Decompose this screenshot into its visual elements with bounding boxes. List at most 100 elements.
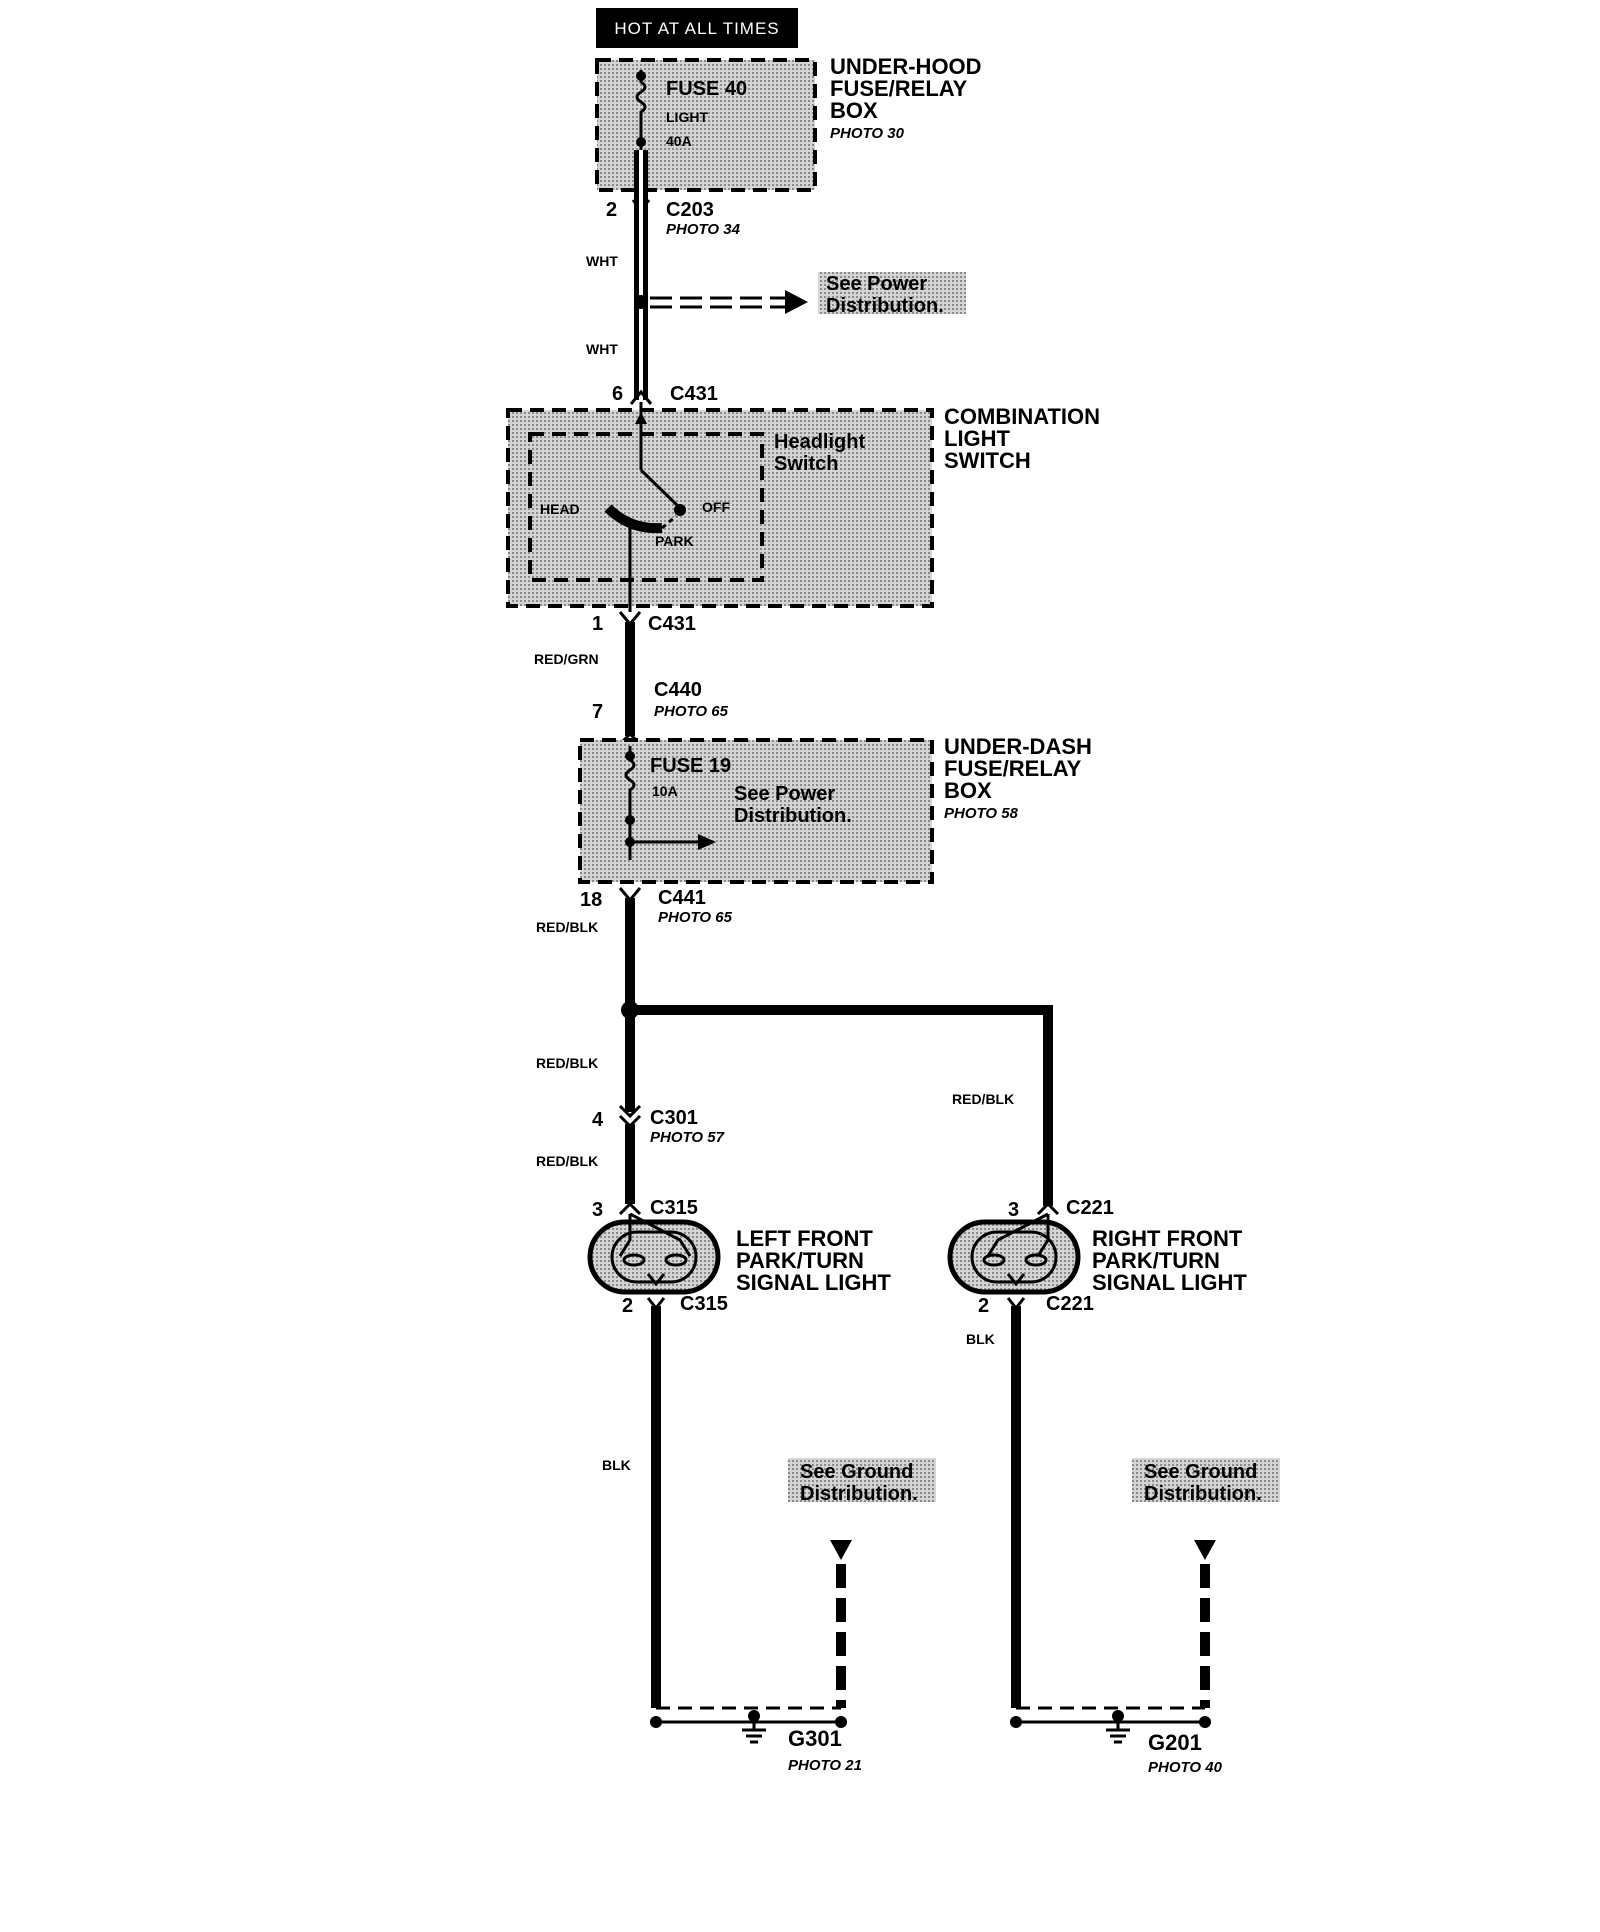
c301-photo: PHOTO 57: [650, 1129, 725, 1146]
c203-photo: PHOTO 34: [666, 221, 741, 238]
connector-c441: 18 C441 PHOTO 65: [580, 887, 733, 926]
fuse-40-name: FUSE 40: [666, 78, 747, 100]
combo-switch-title-2: LIGHT: [944, 426, 1011, 451]
ground-ref-left-line-1: See Ground: [800, 1461, 913, 1483]
right-light-top-pin: 3: [1008, 1199, 1019, 1221]
combo-switch-title-1: COMBINATION: [944, 404, 1100, 429]
ground-g201: G201 PHOTO 40: [1010, 1706, 1223, 1776]
connector-c203: 2 C203 PHOTO 34: [606, 199, 741, 238]
underhood-fuse-relay-box: FUSE 40 LIGHT 40A UNDER-HOOD FUSE/RELAY …: [595, 54, 982, 192]
wire-wht-upper: WHT WHT: [586, 150, 648, 400]
power-distribution-branch-1: See Power Distribution.: [634, 272, 966, 317]
wire-red-blk-right-branch: RED/BLK: [630, 1005, 1053, 1206]
left-front-park-turn-light: 3 C315 LEFT FRONT PARK/TURN SIGNAL LIGHT…: [587, 1197, 891, 1317]
right-light-top-conn: C221: [1066, 1197, 1114, 1219]
g201-photo: PHOTO 40: [1148, 1759, 1223, 1776]
left-light-title-2: PARK/TURN: [736, 1248, 864, 1273]
ground-ref-right-line-1: See Ground: [1144, 1461, 1257, 1483]
fuse-19-symbol: [624, 746, 636, 860]
right-light-title-3: SIGNAL LIGHT: [1092, 1270, 1247, 1295]
c301-name: C301: [650, 1107, 698, 1129]
c441-photo: PHOTO 65: [658, 909, 733, 926]
fuse-40-label: LIGHT: [666, 109, 708, 125]
right-light-bot-pin: 2: [978, 1295, 989, 1317]
connector-c440: C440 PHOTO 65 7: [592, 679, 729, 746]
power-ref-1-line-1: See Power: [826, 273, 927, 295]
c440-photo: PHOTO 65: [654, 703, 729, 720]
wire-wht-label-2: WHT: [586, 341, 618, 357]
switch-pos-off: OFF: [702, 499, 730, 515]
wire-blk-left-label: BLK: [602, 1457, 631, 1473]
fuse-40-symbol: [635, 70, 647, 150]
c431-bottom-name: C431: [648, 613, 696, 635]
ground-ref-left-line-2: Distribution.: [800, 1483, 918, 1505]
underhood-box-title-2: FUSE/RELAY: [830, 76, 968, 101]
hot-at-all-times-banner: HOT AT ALL TIMES: [596, 8, 798, 48]
headlight-switch-title-2: Switch: [774, 453, 838, 475]
wire-blk-right-label: BLK: [966, 1331, 995, 1347]
g301-name: G301: [788, 1726, 842, 1751]
wire-blk-left: BLK: [602, 1306, 661, 1708]
right-light-bot-conn: C221: [1046, 1293, 1094, 1315]
switch-pos-head: HEAD: [540, 501, 580, 517]
connector-c431-top: 6 C431: [612, 383, 718, 405]
underdash-fuse-relay-box: FUSE 19 10A See Power Distribution. UNDE…: [578, 734, 1092, 884]
fuse-40-rating: 40A: [666, 133, 692, 149]
c431-top-name: C431: [670, 383, 718, 405]
g201-name: G201: [1148, 1730, 1202, 1755]
combination-light-switch: Headlight Switch HEAD OFF PARK COMBINATI…: [506, 402, 1100, 612]
g301-photo: PHOTO 21: [788, 1757, 862, 1774]
svg-text:HOT AT ALL TIMES: HOT AT ALL TIMES: [614, 19, 779, 38]
left-light-top-pin: 3: [592, 1199, 603, 1221]
ground-ref-right: See Ground Distribution.: [1132, 1458, 1280, 1708]
c441-pin: 18: [580, 889, 602, 911]
wire-red-blk-label-3: RED/BLK: [536, 1153, 598, 1169]
ground-ref-left: See Ground Distribution.: [788, 1458, 936, 1708]
right-front-park-turn-light: 3 C221 RIGHT FRONT PARK/TURN SIGNAL LIGH…: [947, 1197, 1247, 1317]
wire-blk-right: BLK: [966, 1306, 1021, 1708]
wire-wht-label-1: WHT: [586, 253, 618, 269]
switch-pos-park: PARK: [655, 533, 694, 549]
connector-c301: 4 C301 PHOTO 57: [592, 1104, 725, 1146]
wire-red-blk-label-1: RED/BLK: [536, 919, 598, 935]
connector-c431-bottom: 1 C431: [592, 611, 696, 635]
ground-g301: G301 PHOTO 21: [650, 1706, 862, 1774]
power-ref-1-line-2: Distribution.: [826, 295, 944, 317]
underhood-box-title-1: UNDER-HOOD: [830, 54, 982, 79]
underdash-box-title-1: UNDER-DASH: [944, 734, 1092, 759]
left-light-title-3: SIGNAL LIGHT: [736, 1270, 891, 1295]
wire-red-blk-right-label: RED/BLK: [952, 1091, 1014, 1107]
underdash-box-title-3: BOX: [944, 778, 992, 803]
c431-bottom-pin: 1: [592, 613, 603, 635]
underdash-power-ref-line-1: See Power: [734, 783, 835, 805]
headlight-switch-title-1: Headlight: [774, 431, 865, 453]
combo-switch-title-3: SWITCH: [944, 448, 1031, 473]
underdash-power-ref-line-2: Distribution.: [734, 805, 852, 827]
right-light-title-1: RIGHT FRONT: [1092, 1226, 1243, 1251]
wire-red-blk-lower: RED/BLK: [536, 1124, 635, 1204]
underdash-box-photo: PHOTO 58: [944, 805, 1019, 822]
wire-red-grn: RED/GRN: [534, 622, 635, 736]
c440-pin: 7: [592, 701, 603, 723]
fuse-19-rating: 10A: [652, 783, 678, 799]
wire-red-grn-label: RED/GRN: [534, 651, 599, 667]
left-light-title-1: LEFT FRONT: [736, 1226, 873, 1251]
fuse-19-name: FUSE 19: [650, 755, 731, 777]
right-light-title-2: PARK/TURN: [1092, 1248, 1220, 1273]
wire-red-blk-main: RED/BLK RED/BLK: [536, 898, 639, 1112]
wire-red-blk-label-2: RED/BLK: [536, 1055, 598, 1071]
c440-name: C440: [654, 679, 702, 701]
underhood-box-title-3: BOX: [830, 98, 878, 123]
ground-ref-right-line-2: Distribution.: [1144, 1483, 1262, 1505]
underhood-box-photo: PHOTO 30: [830, 125, 905, 142]
underdash-box-title-2: FUSE/RELAY: [944, 756, 1082, 781]
c431-top-pin: 6: [612, 383, 623, 405]
c441-name: C441: [658, 887, 706, 909]
left-light-top-conn: C315: [650, 1197, 698, 1219]
left-light-bot-conn: C315: [680, 1293, 728, 1315]
c203-name: C203: [666, 199, 714, 221]
c203-pin: 2: [606, 199, 617, 221]
left-light-bot-pin: 2: [622, 1295, 633, 1317]
c301-pin: 4: [592, 1109, 604, 1131]
